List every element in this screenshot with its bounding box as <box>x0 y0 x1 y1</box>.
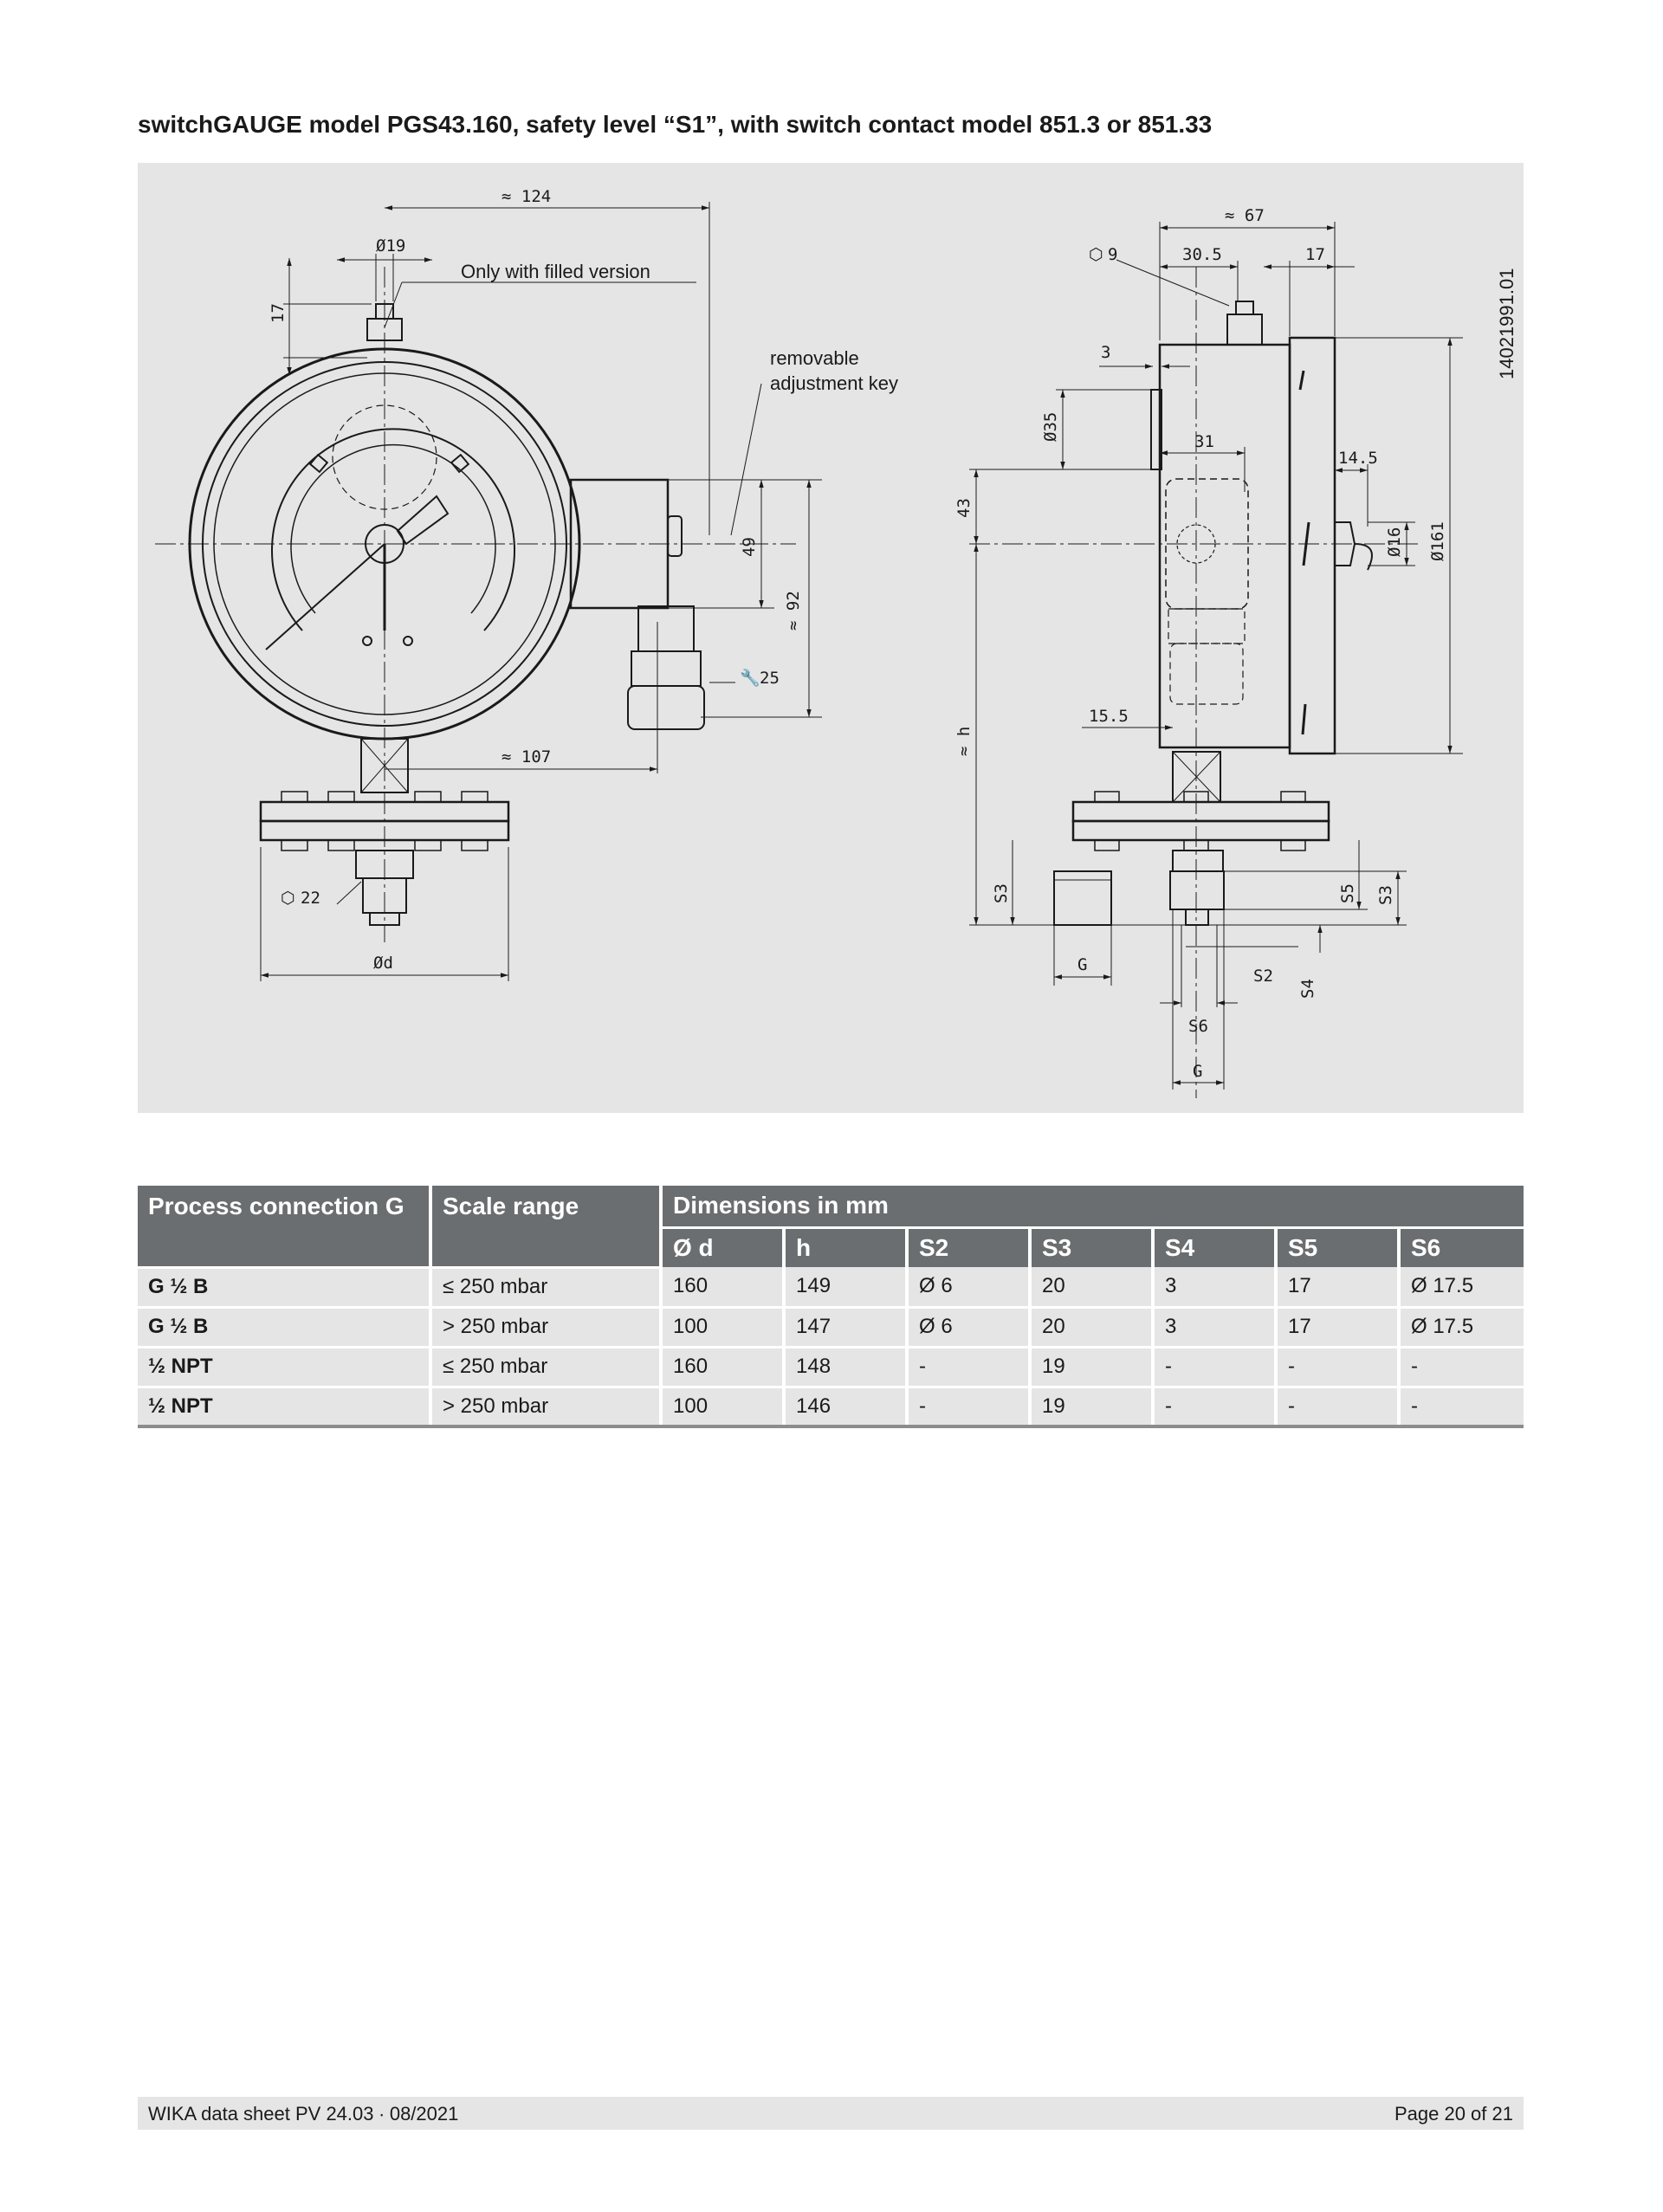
cell-scale: ≤ 250 mbar <box>430 1267 663 1309</box>
dim-h: ≈ h <box>954 727 974 756</box>
dim-s2: S2 <box>1253 967 1273 986</box>
dim-49: 49 <box>740 537 759 557</box>
cell-s3: 20 <box>1030 1267 1155 1309</box>
cell-s5: 17 <box>1276 1307 1401 1349</box>
callout-adjustment-key: adjustment key <box>770 372 898 394</box>
cell-s6: Ø 17.5 <box>1399 1267 1524 1309</box>
dim-161: Ø161 <box>1428 521 1447 561</box>
header-col-s2: S2 <box>907 1227 1032 1267</box>
wrench-25-icon: 🔧 <box>740 668 760 688</box>
cell-s4: 3 <box>1153 1267 1278 1309</box>
dim-92: ≈ 92 <box>784 591 803 631</box>
dim-s6: S6 <box>1188 1017 1208 1036</box>
dim-30-5: 30.5 <box>1182 245 1222 264</box>
header-scale-range: Scale range <box>430 1186 663 1269</box>
cell-s2: Ø 6 <box>907 1307 1032 1349</box>
dim-22: 22 <box>301 889 320 908</box>
header-col-h: h <box>784 1227 909 1267</box>
dim-43: 43 <box>954 498 974 518</box>
dim-d: Ød <box>373 954 393 973</box>
header-col-s6: S6 <box>1399 1227 1524 1267</box>
page-title: switchGAUGE model PGS43.160, safety leve… <box>138 111 1213 138</box>
dim-9: 9 <box>1108 245 1117 264</box>
cell-d: 100 <box>661 1307 786 1349</box>
cell-s2: - <box>907 1387 1032 1428</box>
dim-g-left: G <box>1077 955 1087 974</box>
dim-s4: S4 <box>1298 979 1317 999</box>
dim-19: Ø19 <box>376 236 405 255</box>
cell-d: 160 <box>661 1267 786 1309</box>
dim-s5: S5 <box>1338 883 1357 903</box>
cell-connection: G ½ B <box>138 1307 432 1349</box>
cell-s5: 17 <box>1276 1267 1401 1309</box>
header-col-d: Ø d <box>661 1227 786 1267</box>
hex-22-icon: ⬡ <box>281 889 295 908</box>
dim-g-bottom: G <box>1193 1062 1202 1081</box>
cell-s6: - <box>1399 1347 1524 1388</box>
cell-h: 149 <box>784 1267 909 1309</box>
table-row: ½ NPT ≤ 250 mbar 160 148 - 19 - - - <box>138 1347 1524 1388</box>
cell-scale: ≤ 250 mbar <box>430 1347 663 1388</box>
dimension-labels: ≈ 124 Ø19 Only with filled version 17 re… <box>269 187 1517 1081</box>
dim-25: 25 <box>760 669 780 688</box>
footer-datasheet: WIKA data sheet PV 24.03 ∙ 08/2021 <box>148 2103 459 2125</box>
cell-d: 160 <box>661 1347 786 1388</box>
cell-h: 147 <box>784 1307 909 1349</box>
dim-14-5: 14.5 <box>1338 449 1378 468</box>
header-process-connection: Process connection G <box>138 1186 432 1269</box>
dimensions-table: Process connection G Scale range Dimensi… <box>138 1186 1524 1428</box>
drawing-svg: ≈ 124 Ø19 Only with filled version 17 re… <box>155 187 1517 1098</box>
cell-s6: - <box>1399 1387 1524 1428</box>
cell-connection: G ½ B <box>138 1267 432 1309</box>
header-dimensions: Dimensions in mm <box>661 1186 1524 1229</box>
cell-s3: 20 <box>1030 1307 1155 1349</box>
page-footer: WIKA data sheet PV 24.03 ∙ 08/2021 Page … <box>138 2097 1524 2130</box>
callout-removable: removable <box>770 347 859 369</box>
callout-filled-version: Only with filled version <box>461 261 650 282</box>
front-view <box>155 202 822 981</box>
dimensions-table-wrap: Process connection G Scale range Dimensi… <box>138 1186 1524 1428</box>
cell-s4: - <box>1153 1387 1278 1428</box>
dim-15-5: 15.5 <box>1089 707 1129 726</box>
table-row: G ½ B ≤ 250 mbar 160 149 Ø 6 20 3 17 Ø 1… <box>138 1267 1524 1309</box>
table-row: G ½ B > 250 mbar 100 147 Ø 6 20 3 17 Ø 1… <box>138 1307 1524 1349</box>
cell-d: 100 <box>661 1387 786 1428</box>
cell-scale: > 250 mbar <box>430 1387 663 1428</box>
cell-scale: > 250 mbar <box>430 1307 663 1349</box>
dim-124: ≈ 124 <box>501 187 551 206</box>
header-col-s5: S5 <box>1276 1227 1401 1267</box>
dim-35: Ø35 <box>1041 412 1060 442</box>
dim-16: Ø16 <box>1385 527 1404 557</box>
cell-s4: 3 <box>1153 1307 1278 1349</box>
table-row: ½ NPT > 250 mbar 100 146 - 19 - - - <box>138 1387 1524 1428</box>
dim-s3-right: S3 <box>1376 885 1395 905</box>
cell-s2: Ø 6 <box>907 1267 1032 1309</box>
cell-s5: - <box>1276 1347 1401 1388</box>
cell-h: 148 <box>784 1347 909 1388</box>
dim-31: 31 <box>1194 432 1214 451</box>
cell-connection: ½ NPT <box>138 1387 432 1428</box>
cell-s5: - <box>1276 1387 1401 1428</box>
cell-s2: - <box>907 1347 1032 1388</box>
cell-connection: ½ NPT <box>138 1347 432 1388</box>
hex-9-icon: ⬡ <box>1089 245 1103 264</box>
cell-h: 146 <box>784 1387 909 1428</box>
cell-s4: - <box>1153 1347 1278 1388</box>
dim-17-left: 17 <box>269 303 288 323</box>
drawing-number: 14021991.01 <box>1496 268 1517 379</box>
cell-s6: Ø 17.5 <box>1399 1307 1524 1349</box>
dim-67: ≈ 67 <box>1225 206 1265 225</box>
dim-107: ≈ 107 <box>501 747 551 766</box>
side-view <box>969 222 1463 1098</box>
footer-page-number: Page 20 of 21 <box>1394 2103 1513 2125</box>
dim-17-right: 17 <box>1305 245 1325 264</box>
header-col-s4: S4 <box>1153 1227 1278 1267</box>
technical-drawing: ≈ 124 Ø19 Only with filled version 17 re… <box>138 163 1524 1113</box>
cell-s3: 19 <box>1030 1347 1155 1388</box>
cell-s3: 19 <box>1030 1387 1155 1428</box>
dim-3: 3 <box>1101 343 1110 362</box>
dim-s3-left: S3 <box>992 883 1011 903</box>
header-col-s3: S3 <box>1030 1227 1155 1267</box>
